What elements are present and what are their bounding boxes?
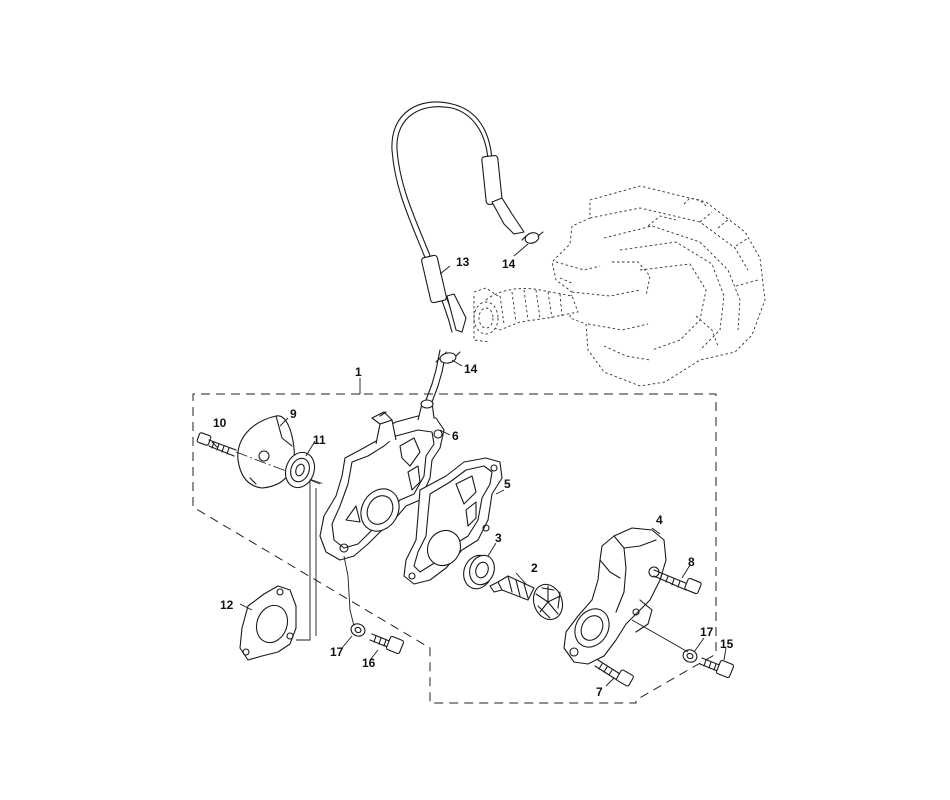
callout-10: 10 <box>213 416 227 430</box>
impeller-shaft <box>489 575 564 621</box>
coolant-hose <box>391 101 525 403</box>
callout-4: 4 <box>656 513 663 527</box>
washer-17-left <box>350 623 366 637</box>
guide-line-body-washer <box>343 555 355 627</box>
bolt-7 <box>594 659 634 687</box>
oil-seal-3 <box>463 554 495 590</box>
hose-clip-lower <box>435 351 461 364</box>
callout-9: 9 <box>290 407 297 421</box>
hose-clip-upper <box>521 231 544 244</box>
bolt-8 <box>653 569 702 595</box>
gasket-12 <box>239 585 297 661</box>
callout-labels: 1 2 3 4 5 6 7 8 9 10 11 12 13 14 14 15 1… <box>213 255 734 699</box>
gasket-5 <box>403 457 503 585</box>
callout-17a: 17 <box>700 625 714 639</box>
callout-16: 16 <box>362 656 376 670</box>
impeller-plate <box>237 415 295 489</box>
callout-12: 12 <box>220 598 234 612</box>
callout-14b: 14 <box>464 362 478 376</box>
guide-line-body-gasket <box>296 479 321 641</box>
washer-17-right <box>682 649 698 663</box>
bolt-15 <box>699 657 735 679</box>
engine-outline <box>551 185 766 387</box>
engine-intake-outline <box>473 287 579 343</box>
callout-2: 2 <box>531 561 538 575</box>
callout-leaders <box>211 243 727 687</box>
guide-line-cover-washer <box>631 619 689 653</box>
callout-15: 15 <box>720 637 734 651</box>
callout-13: 13 <box>456 255 470 269</box>
callout-8: 8 <box>688 555 695 569</box>
callout-7: 7 <box>596 685 603 699</box>
bolt-16 <box>369 633 405 655</box>
axis-line <box>235 451 325 485</box>
bearing-11 <box>284 451 316 489</box>
callout-14a: 14 <box>502 257 516 271</box>
pump-cover <box>563 527 667 665</box>
callout-5: 5 <box>504 477 511 491</box>
callout-17b: 17 <box>330 645 344 659</box>
bolt-10 <box>196 432 237 457</box>
pump-body <box>319 399 445 561</box>
callout-6: 6 <box>452 429 459 443</box>
callout-3: 3 <box>495 531 502 545</box>
callout-11: 11 <box>313 433 326 447</box>
assembly-boundary <box>192 393 717 704</box>
callout-1: 1 <box>355 365 362 379</box>
